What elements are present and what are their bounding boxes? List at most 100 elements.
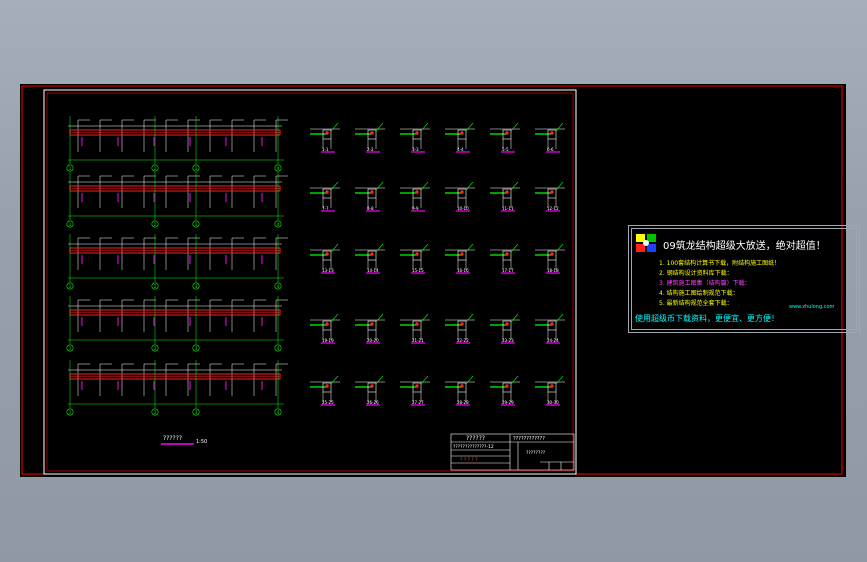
beam-outline: [367, 188, 377, 199]
section-detail: 5-5: [490, 122, 520, 153]
beam-outline: [412, 129, 422, 140]
rebar-dot: [505, 190, 509, 194]
rebar-dot: [505, 322, 509, 326]
beam-outline: [457, 129, 467, 140]
banner-item-number: 3.: [659, 280, 667, 287]
leader-line: [510, 181, 519, 191]
beam-outline: [367, 382, 377, 393]
leader-line: [555, 313, 564, 323]
rebar-dot: [550, 131, 554, 135]
title-block: [450, 433, 575, 471]
banner-item-number: 2.: [659, 270, 667, 277]
banner-item: 2. 钢结构设计资料库下载：: [659, 268, 733, 277]
axis-bubble: [192, 282, 200, 290]
promo-banner-inner: [631, 228, 857, 330]
axis-label: 1: [69, 166, 72, 171]
rebar-dot: [460, 322, 464, 326]
leader-line: [510, 122, 519, 132]
rebar-dot: [370, 190, 374, 194]
section-detail: 27-27: [400, 375, 430, 406]
beam-outline: [547, 320, 557, 331]
leader-line: [465, 243, 474, 253]
leader-line: [330, 243, 339, 253]
section-label: 5-5: [502, 147, 509, 152]
rebar-dot: [550, 252, 554, 256]
leader-line: [555, 243, 564, 253]
section-label: 21-21: [412, 338, 424, 343]
axis-bubble: [274, 408, 282, 416]
banner-footer: 使用超级币下载资料，更便宜、更方便！: [635, 314, 779, 323]
rebar-dot: [325, 131, 329, 135]
section-detail: 23-23: [490, 313, 520, 344]
beam-outline: [367, 250, 377, 261]
axis-label: 4: [277, 410, 280, 415]
beam-outline: [322, 129, 332, 140]
inner-frame: [43, 89, 577, 475]
leader-line: [510, 313, 519, 323]
section-detail: 2-2: [355, 122, 385, 153]
banner-item-number: 1.: [659, 260, 667, 267]
leader-line: [375, 313, 384, 323]
section-label: 2-2: [367, 147, 374, 152]
rebar-dot: [505, 252, 509, 256]
banner-item-text: 钢结构设计资料库下载：: [666, 270, 733, 277]
section-label: 4-4: [457, 147, 464, 152]
banner-subnote: www.zhulong.com: [789, 304, 835, 310]
rebar-dot: [325, 252, 329, 256]
title-block-drawing-no: ??????????????-12: [453, 444, 494, 450]
axis-bubble: [274, 220, 282, 228]
axis-label: 4: [277, 222, 280, 227]
beam-outline: [322, 320, 332, 331]
axis-label: 3: [195, 410, 198, 415]
beam-outline: [547, 382, 557, 393]
title-block-project: ??????: [466, 435, 485, 442]
section-label: 24-24: [547, 338, 559, 343]
axis-bubble: [192, 164, 200, 172]
banner-item: 4. 结构施工图绘制规范下载：: [659, 288, 739, 297]
section-label: 26-26: [367, 400, 379, 405]
section-detail: 15-15: [400, 243, 430, 274]
banner-item-text: 100套结构计算书下载，附结构施工图纸！: [666, 260, 781, 267]
section-detail: 10-10: [445, 181, 475, 212]
leader-line: [330, 313, 339, 323]
banner-item: 1. 100套结构计算书下载，附结构施工图纸！: [659, 258, 780, 267]
leader-line: [375, 122, 384, 132]
beam-outline: [322, 250, 332, 261]
axis-bubble: [66, 282, 74, 290]
axis-label: 1: [69, 222, 72, 227]
section-label: 29-29: [502, 400, 514, 405]
rebar-dot: [460, 131, 464, 135]
axis-bubble: [192, 220, 200, 228]
axis-bubble: [192, 344, 200, 352]
beam-outline: [457, 382, 467, 393]
section-label: 1-1: [322, 147, 329, 152]
beam-outline: [322, 382, 332, 393]
banner-item-text: 结构施工图绘制规范下载：: [666, 290, 739, 297]
rebar-dot: [415, 322, 419, 326]
legend-scale: 1:50: [196, 439, 207, 445]
beam-outline: [412, 320, 422, 331]
zhulong-logo-icon: [636, 234, 656, 252]
axis-label: 1: [69, 410, 72, 415]
rebar-dot: [415, 384, 419, 388]
axis-label: 4: [277, 166, 280, 171]
section-detail: 17-17: [490, 243, 520, 274]
axis-bubble: [66, 408, 74, 416]
leader-line: [420, 122, 429, 132]
rebar-dot: [415, 252, 419, 256]
axis-label: 4: [277, 346, 280, 351]
banner-item: 3. 建筑施工图集（结构篇）下载：: [659, 278, 751, 287]
beam-outline: [502, 250, 512, 261]
leader-line: [330, 375, 339, 385]
leader-line: [330, 122, 339, 132]
section-detail: 22-22: [445, 313, 475, 344]
rebar-dot: [550, 190, 554, 194]
